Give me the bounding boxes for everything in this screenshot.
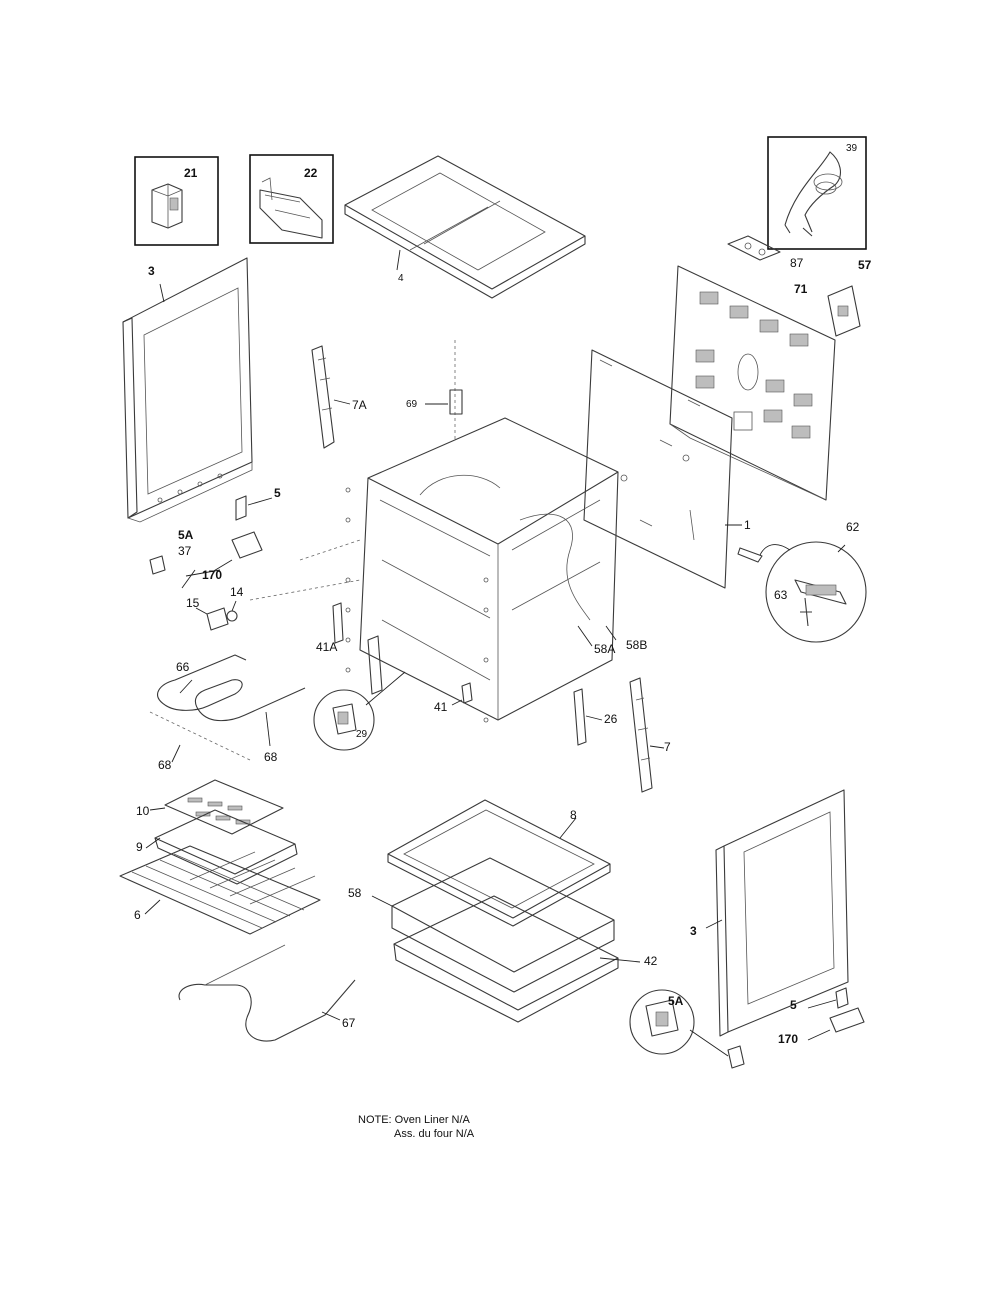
callout-7: 7 [664,740,671,754]
terminal-block-57 [827,285,861,337]
callout-7A: 7A [352,398,367,412]
callout-68-right: 68 [264,750,278,764]
thermostat-69 [425,340,463,440]
callout-66: 66 [176,660,190,674]
detail-circle-29 [313,635,406,751]
door-frame-3-left [122,257,253,523]
callout-21: 21 [184,166,198,180]
callout-26: 26 [604,712,618,726]
callout-41: 41 [434,700,448,714]
oven-body [249,417,619,723]
back-panel-71 [669,265,836,501]
callout-58A: 58A [594,642,616,656]
callout-42: 42 [644,954,658,968]
callout-68-left: 68 [158,758,172,772]
element-66-68 [149,654,306,763]
callout-10: 10 [136,804,150,818]
bracket-87 [727,235,781,261]
callout-1: 1 [744,518,751,532]
callout-5-left: 5 [274,486,281,500]
cooktop-frame-4 [344,155,586,299]
rear-cover-1 [583,349,742,589]
callout-3-right: 3 [690,924,697,938]
callout-58: 58 [348,886,362,900]
callout-37: 37 [178,544,192,558]
callout-71: 71 [794,282,808,296]
callout-57: 57 [858,258,872,272]
note-line-2: Ass. du four N/A [394,1128,475,1140]
callout-6: 6 [134,908,141,922]
callout-15: 15 [186,596,200,610]
hinge-7 [629,677,665,793]
callout-62: 62 [846,520,860,534]
detail-circle-62 [737,541,867,643]
callout-87: 87 [790,256,804,270]
hinge-hardware-left [149,495,273,589]
drawer-assembly [371,799,641,1023]
callout-14: 14 [230,585,244,599]
broiler-pan-and-rack [119,779,321,935]
callout-41A: 41A [316,640,338,654]
callout-170-left: 170 [202,568,223,582]
callout-8: 8 [570,808,577,822]
callout-58B: 58B [626,638,648,652]
door-frame-3-right [705,789,849,1037]
callout-69: 69 [406,399,418,410]
callout-29: 29 [356,729,368,740]
callout-5A-left: 5A [178,528,194,542]
callout-3-left: 3 [148,264,155,278]
inset-box-39 [767,136,867,250]
callout-9: 9 [136,840,143,854]
light-assembly-14-15 [195,600,238,631]
bracket-26 [573,688,603,746]
callout-170-right: 170 [778,1032,799,1046]
callout-22: 22 [304,166,318,180]
callout-39: 39 [846,143,858,154]
callout-63: 63 [774,588,788,602]
callout-5-right: 5 [790,998,797,1012]
note-line-1: NOTE: Oven Liner N/A [358,1114,470,1126]
callout-67: 67 [342,1016,356,1030]
inset-box-22 [249,154,334,244]
callout-4: 4 [398,273,404,284]
bake-element-67 [178,944,356,1042]
callout-5A-right: 5A [668,994,684,1008]
bracket-41 [451,682,473,706]
inset-box-21 [134,156,219,246]
bracket-41A [332,602,344,644]
hinge-7A [311,345,351,449]
hinge-hardware-right [629,987,865,1069]
